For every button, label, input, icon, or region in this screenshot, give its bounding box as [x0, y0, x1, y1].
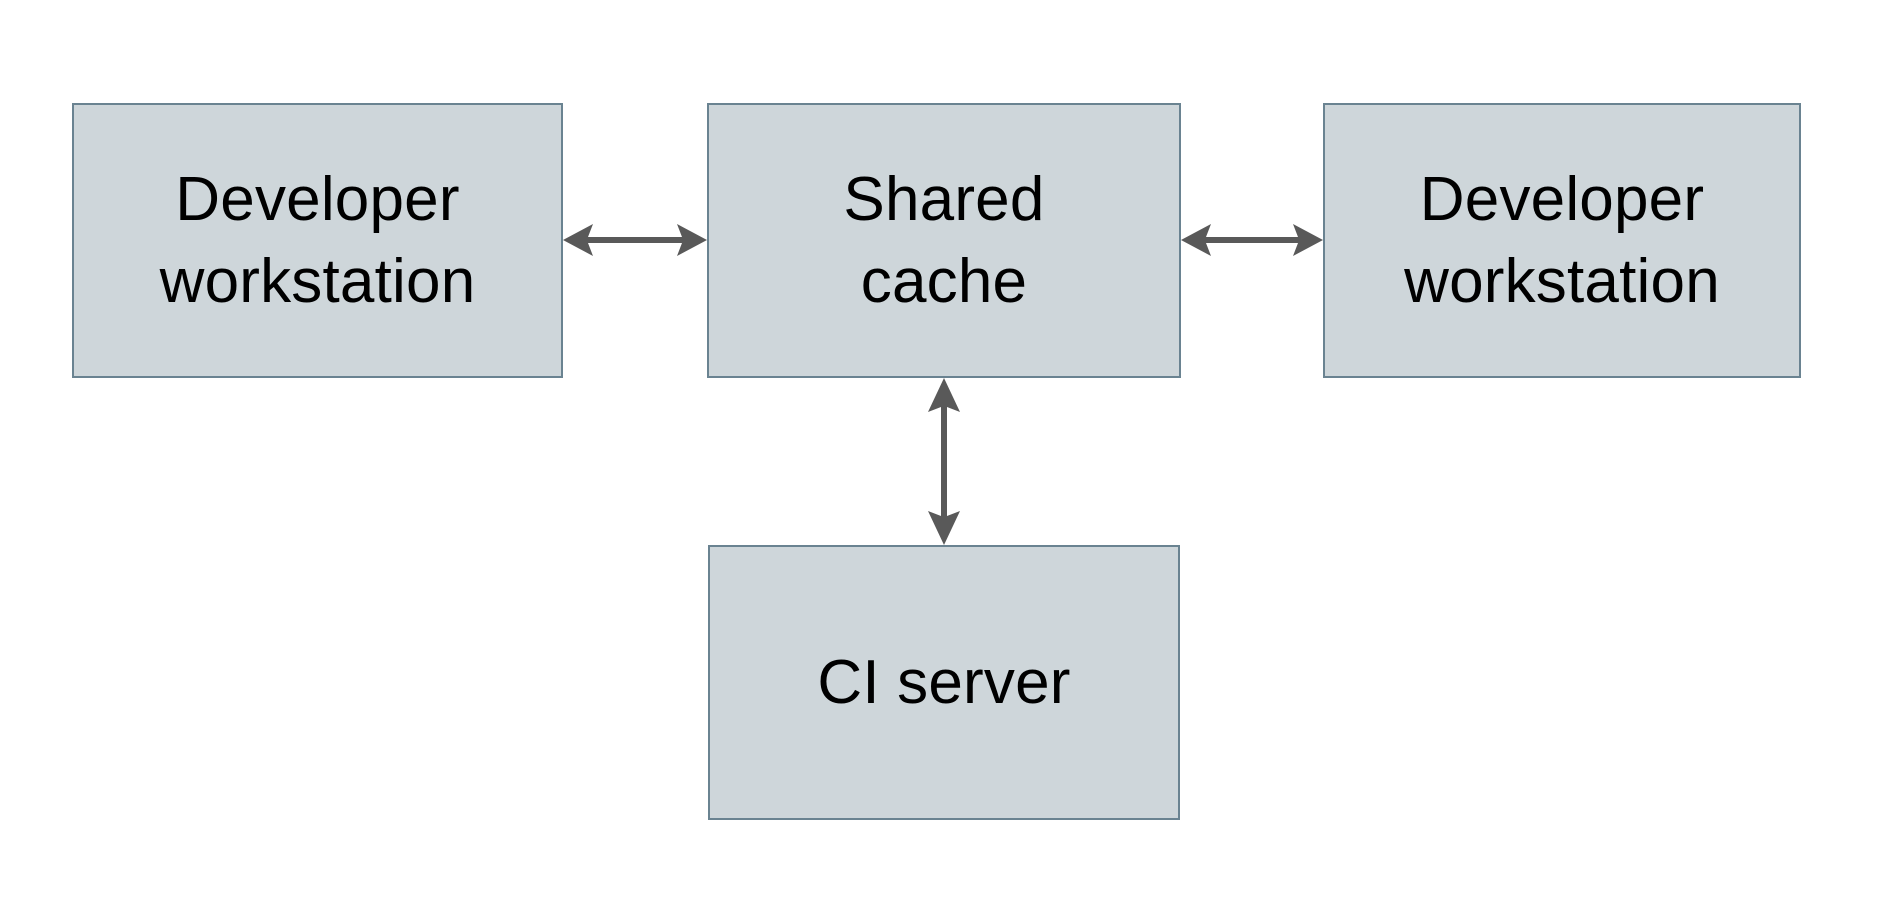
node-label: Developer workstation [159, 164, 476, 316]
node-shared-cache[interactable]: Shared cache [707, 103, 1181, 378]
node-label: CI server [817, 647, 1071, 717]
bidirectional-arrow-icon [563, 224, 707, 256]
edge-developer-workstation-left-to-shared-cache[interactable] [563, 212, 707, 268]
node-ci-server[interactable]: CI server [708, 545, 1180, 820]
node-label: Developer workstation [1404, 164, 1720, 316]
node-developer-workstation-left[interactable]: Developer workstation [72, 103, 563, 378]
bidirectional-arrow-icon [1181, 224, 1323, 256]
bidirectional-arrow-icon [928, 378, 960, 545]
edge-shared-cache-to-developer-workstation-right[interactable] [1181, 212, 1323, 268]
edge-shared-cache-to-ci-server[interactable] [916, 378, 972, 545]
node-label: Shared cache [843, 164, 1045, 316]
node-developer-workstation-right[interactable]: Developer workstation [1323, 103, 1801, 378]
